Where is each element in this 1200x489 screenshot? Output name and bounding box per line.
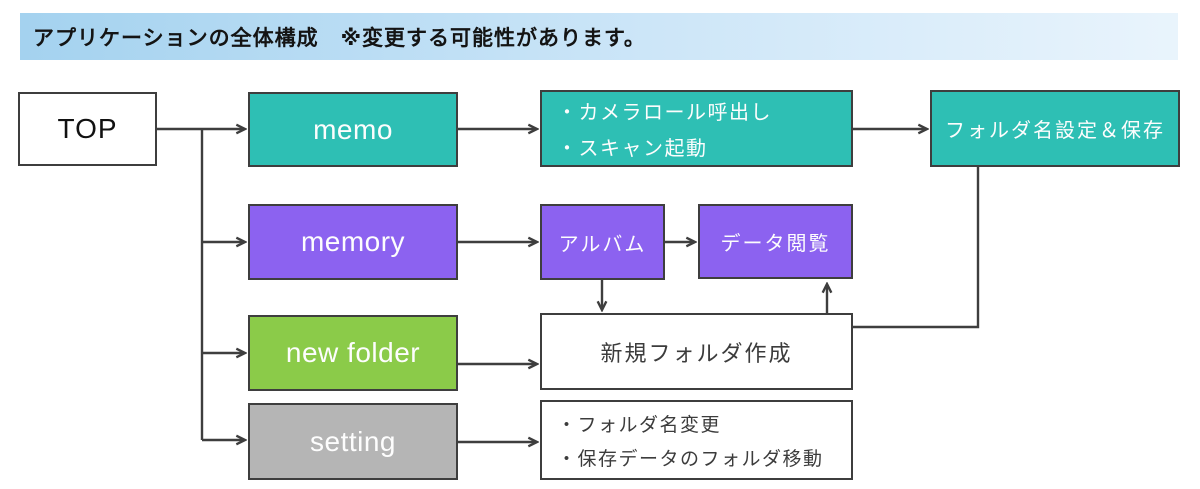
node-create-folder-label: 新規フォルダ作成 — [600, 340, 793, 366]
node-top-label: TOP — [57, 113, 118, 144]
node-album: アルバム — [540, 204, 665, 280]
node-create-folder: 新規フォルダ作成 — [540, 313, 853, 390]
setting-detail-line-2: ・保存データのフォルダ移動 — [557, 448, 824, 470]
memo-detail-line-1: ・カメラロール呼出し — [557, 102, 772, 124]
node-memo: memo — [248, 92, 458, 167]
node-folder-save: フォルダ名設定＆保存 — [930, 90, 1180, 167]
node-data-view-label: データ閲覧 — [720, 233, 831, 255]
node-new-folder-label: new folder — [285, 337, 421, 368]
node-album-label: アルバム — [558, 233, 647, 256]
node-setting-label: setting — [310, 425, 396, 457]
node-new-folder: new folder — [248, 315, 458, 391]
node-memory: memory — [248, 204, 458, 280]
diagram-title: アプリケーションの全体構成 ※変更する可能性があります。 — [33, 26, 646, 50]
node-memory-label: memory — [300, 226, 406, 257]
setting-detail-line-1: ・フォルダ名変更 — [557, 414, 722, 436]
memo-detail-line-2: ・スキャン起動 — [557, 138, 708, 160]
node-setting: setting — [248, 403, 458, 480]
diagram-title-banner: アプリケーションの全体構成 ※変更する可能性があります。 — [20, 13, 1178, 60]
node-memo-label: memo — [313, 113, 393, 145]
node-top: TOP — [18, 92, 157, 166]
node-memo-detail: ・カメラロール呼出し ・スキャン起動 — [540, 90, 853, 167]
node-setting-detail: ・フォルダ名変更 ・保存データのフォルダ移動 — [540, 400, 853, 480]
node-folder-save-label: フォルダ名設定＆保存 — [945, 120, 1165, 142]
node-data-view: データ閲覧 — [698, 204, 853, 279]
